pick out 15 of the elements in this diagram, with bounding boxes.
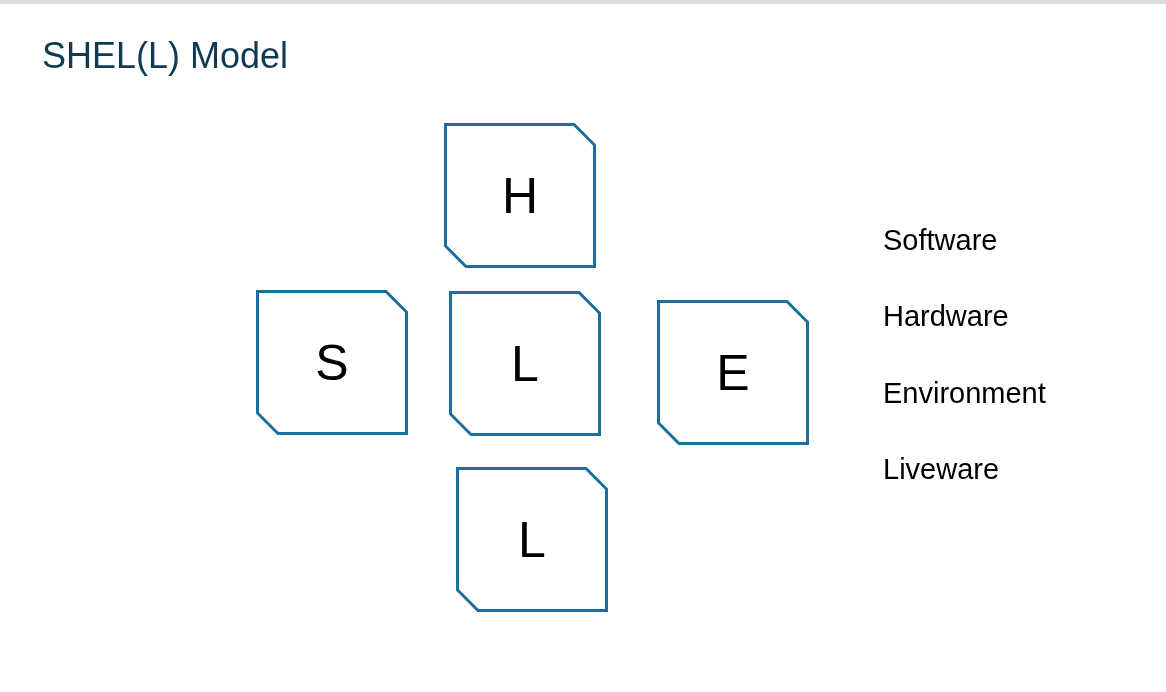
- block-letter: E: [716, 347, 750, 398]
- slide-title: SHEL(L) Model: [42, 38, 289, 74]
- block: [256, 290, 408, 435]
- block-letter: L: [518, 514, 546, 565]
- component-label: Software: [883, 223, 998, 258]
- block-letter: H: [501, 170, 539, 221]
- component-label: Liveware: [883, 452, 1000, 487]
- block: [657, 300, 809, 445]
- component-label: Hardware: [883, 299, 1009, 334]
- block-letter: S: [315, 337, 349, 388]
- component-label: Environment: [883, 376, 1046, 411]
- block-letter: L: [511, 338, 539, 389]
- block: [456, 467, 608, 612]
- block: [449, 291, 601, 436]
- block: [444, 123, 596, 268]
